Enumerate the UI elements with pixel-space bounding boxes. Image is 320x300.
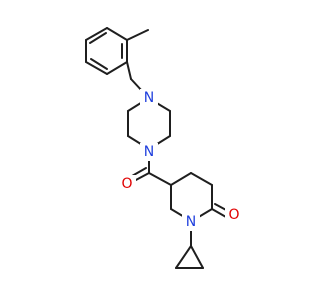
bond-methyl [126, 29, 149, 41]
bond-lactam-co-1 [211, 208, 227, 218]
bond-benzene-4 [85, 61, 108, 75]
bond-ring-to-ch2 [126, 61, 132, 80]
bond-benzene-1 [106, 27, 128, 41]
bond-benzene-5 [106, 61, 128, 75]
bond-benzene-double-1 [89, 32, 107, 44]
bond-piperidinone-1 [170, 172, 192, 186]
bond-cyclopropyl-1 [175, 245, 192, 269]
atom-oxygen-amide: O [121, 176, 132, 192]
atom-labels: N N O N O [118, 89, 243, 231]
atom-nitrogen-piperazine-top: N [144, 90, 154, 106]
bond-cyclopropyl-3 [190, 245, 204, 269]
bond-amide-co-2 [131, 167, 147, 177]
bond-carbonyl-to-c5 [148, 172, 172, 186]
bond-piperidinone-2 [190, 172, 213, 186]
atom-nitrogen-piperazine-bottom: N [144, 144, 154, 160]
chemical-structure-diagram: N N O N O [85, 27, 243, 269]
bond-amide-co-1 [133, 172, 150, 182]
atom-nitrogen-piperidinone: N [186, 214, 196, 230]
bond-benzene-double-2 [90, 58, 108, 70]
atom-oxygen-lactam: O [228, 207, 239, 223]
bond-benzene-2 [85, 27, 108, 41]
bonds [85, 27, 229, 269]
molecule-drawing: N N O N O [85, 27, 243, 269]
